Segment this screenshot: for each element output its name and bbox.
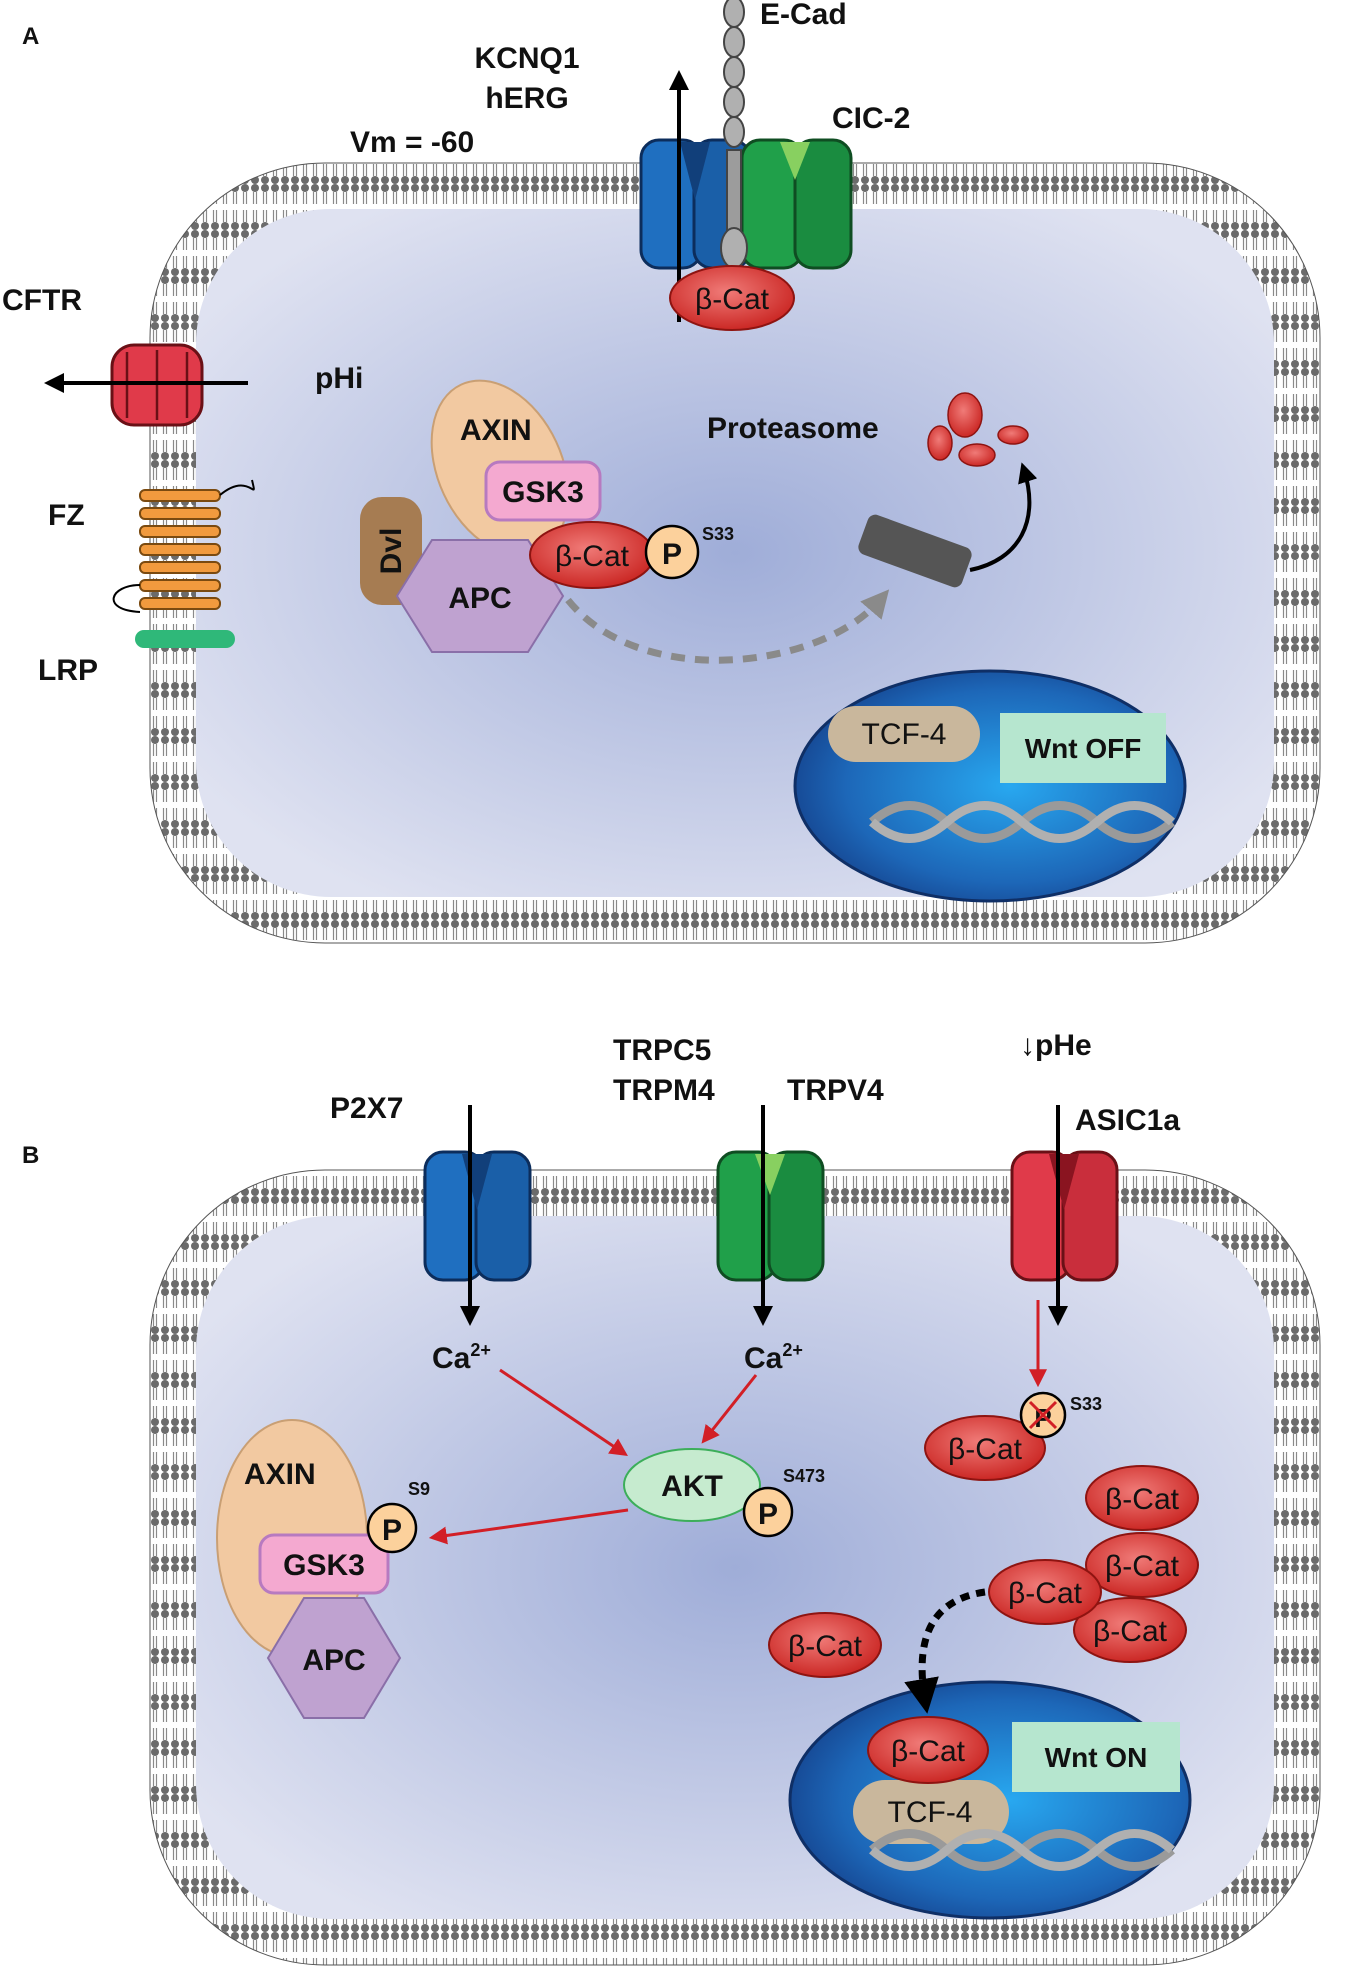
- apc-b: [266, 1597, 402, 1719]
- bcat-unphosphorylated: [924, 1415, 1046, 1481]
- apc-b-label: APC: [302, 1644, 365, 1677]
- axin-a-label: AXIN: [460, 414, 532, 447]
- bcat-nuclear-label: β-Cat: [891, 1735, 966, 1768]
- s473-label: S473: [783, 1466, 825, 1486]
- cftr-label: CFTR: [2, 284, 82, 317]
- dvl-a-label: Dvl: [375, 528, 408, 575]
- axin-b-label: AXIN: [244, 1458, 316, 1491]
- degraded-fragments: [927, 392, 1029, 467]
- bcat-cluster-1: [1085, 1465, 1199, 1531]
- nucleus-a: [793, 669, 1187, 903]
- p2x7-channel: [423, 1150, 532, 1282]
- degradation-dashed-arrow: [565, 589, 890, 664]
- gsk3-b-label: GSK3: [283, 1549, 365, 1582]
- kcnq1-label: KCNQ1: [474, 42, 579, 75]
- phospho-gsk3-label: P: [382, 1514, 402, 1547]
- panel-b-label: B: [22, 1142, 39, 1169]
- phospho-gsk3: [366, 1502, 418, 1554]
- ca-to-akt-arrow-right: [701, 1374, 758, 1444]
- bcat-cluster-4-label: β-Cat: [1008, 1577, 1083, 1610]
- bcat-complex-a-label: β-Cat: [555, 540, 630, 573]
- fz-label: FZ: [48, 499, 85, 532]
- s33-a-label: S33: [702, 524, 734, 544]
- herg-label: hERG: [485, 82, 568, 115]
- lrp-label: LRP: [38, 654, 98, 687]
- tcf4-b: [853, 1780, 1009, 1844]
- panel-b: B TCF-4 β-Cat Wnt ON: [22, 1029, 1321, 1966]
- tcf4-a-label: TCF-4: [862, 718, 947, 751]
- phospho-a-label: P: [662, 538, 682, 571]
- ecad-label: E-Cad: [760, 0, 847, 31]
- clc2-label: CIC-2: [832, 102, 910, 135]
- asic1a-channel: [1010, 1150, 1119, 1282]
- phi-label: pHi: [315, 362, 363, 395]
- apc-a-label: APC: [448, 582, 511, 615]
- bcat-free-label: β-Cat: [788, 1630, 863, 1663]
- phospho-a: [644, 524, 700, 580]
- trpc5-label: TRPC5: [613, 1034, 711, 1067]
- proteasome-arrow: [969, 462, 1038, 572]
- bcat-cluster-3: [1073, 1597, 1187, 1663]
- panel-a-label: A: [22, 23, 39, 50]
- phospho-akt-label: P: [758, 1498, 778, 1531]
- gsk3-a-label: GSK3: [502, 476, 584, 509]
- proteasome-barrel: [858, 514, 972, 588]
- clc2-channel: [740, 138, 853, 270]
- s33-b-label: S33: [1070, 1394, 1102, 1414]
- wnt-on-box: [1012, 1722, 1180, 1792]
- bcat-membrane-label: β-Cat: [695, 283, 770, 316]
- wnt-off-label: Wnt OFF: [1025, 733, 1142, 764]
- trpm4-label: TRPM4: [613, 1074, 715, 1107]
- e-cadherin: [720, 0, 748, 281]
- p2x7-label: P2X7: [330, 1092, 403, 1125]
- akt-label: AKT: [661, 1470, 723, 1503]
- nuclear-translocation-arrow: [904, 1588, 986, 1714]
- blocked-cross-icon: [1028, 1400, 1058, 1430]
- bcat-nuclear: [867, 1716, 989, 1784]
- panel-a: A TCF-4 Wnt OFF: [2, 0, 1321, 944]
- akt-to-gsk3-arrow: [428, 1508, 629, 1545]
- trpv4-channel: [716, 1150, 825, 1282]
- apc-a: [395, 539, 565, 653]
- bcat-unphos-label: β-Cat: [948, 1433, 1023, 1466]
- bcat-cluster-2: [1085, 1532, 1199, 1598]
- vm-label: Vm = -60: [350, 126, 474, 159]
- ca-left-label: Ca2+: [432, 1340, 491, 1375]
- wnt-on-label: Wnt ON: [1045, 1742, 1148, 1773]
- phospho-akt: [742, 1486, 794, 1538]
- dvl-a: [360, 497, 422, 605]
- bcat-free: [768, 1612, 882, 1678]
- bcat-cluster-4: [988, 1559, 1102, 1625]
- phe-label: ↓pHe: [1020, 1029, 1092, 1062]
- bcat-cluster-1-label: β-Cat: [1105, 1483, 1180, 1516]
- bcat-cluster-3-label: β-Cat: [1093, 1615, 1168, 1648]
- ca-right-label: Ca2+: [744, 1340, 803, 1375]
- tcf4-b-label: TCF-4: [888, 1796, 973, 1829]
- bcat-cluster-2-label: β-Cat: [1105, 1550, 1180, 1583]
- gsk3-b: [258, 1533, 390, 1595]
- akt: [623, 1448, 761, 1522]
- gsk3-a: [484, 460, 602, 522]
- wnt-off-box: [1000, 713, 1166, 783]
- lrp-receptor: [135, 630, 235, 648]
- trpv4-label: TRPV4: [787, 1074, 884, 1107]
- proteasome-label: Proteasome: [707, 412, 879, 445]
- frizzled-receptor: [112, 479, 255, 613]
- ca-to-akt-arrow-left: [499, 1368, 628, 1457]
- s9-label: S9: [408, 1479, 430, 1499]
- bcat-membrane: [669, 265, 795, 331]
- asic1a-label: ASIC1a: [1075, 1104, 1180, 1137]
- tcf4-a: [828, 706, 980, 762]
